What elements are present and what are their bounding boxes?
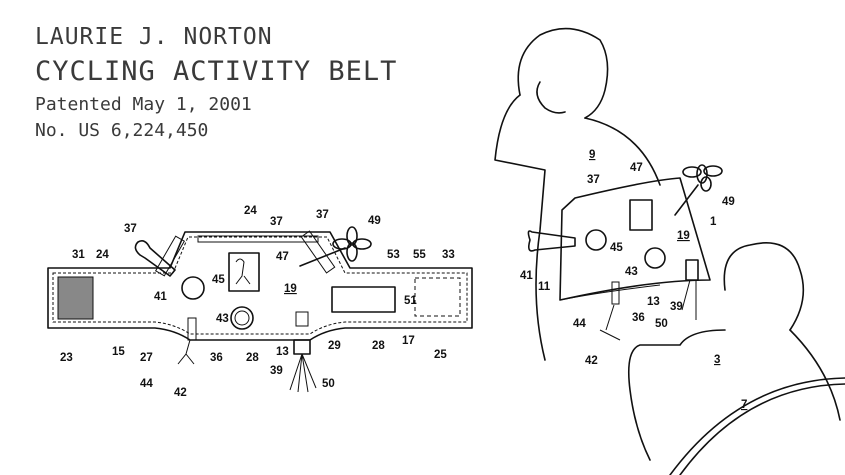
reference-numeral: 13 — [647, 296, 660, 308]
buckle-39 — [294, 340, 310, 354]
rider-drawing: 94737491194541431113393650444237 — [495, 29, 845, 475]
reference-numeral: 45 — [212, 274, 225, 286]
reference-numeral: 29 — [328, 340, 341, 352]
reference-numeral: 27 — [140, 352, 153, 364]
button-43 — [231, 307, 253, 329]
reference-numeral: 47 — [276, 251, 289, 263]
pocket-51 — [332, 287, 395, 312]
clip-36-rider — [612, 282, 619, 304]
pinwheel-49-rider — [683, 165, 722, 191]
button-43-rider — [645, 248, 665, 268]
keys-44-42 — [178, 340, 194, 364]
reference-numeral: 28 — [372, 340, 385, 352]
book-45-rider — [630, 200, 652, 230]
book-45 — [229, 253, 259, 291]
reference-numeral: 19 — [284, 283, 297, 295]
keys-rider — [600, 305, 620, 340]
reference-numeral: 53 — [387, 249, 400, 261]
reference-numeral: 49 — [722, 196, 735, 208]
horn-bulb — [182, 277, 204, 299]
reference-numeral: 42 — [174, 387, 187, 399]
reference-numeral: 45 — [610, 242, 623, 254]
book-figure — [236, 259, 250, 284]
reference-numeral: 11 — [538, 281, 551, 293]
reference-numeral: 25 — [434, 349, 447, 361]
streamers-50 — [290, 354, 316, 392]
reference-numeral: 51 — [404, 295, 417, 307]
buckle-39-top — [296, 312, 308, 326]
reference-numeral: 47 — [630, 162, 643, 174]
pinwheel-stick — [300, 248, 345, 266]
reference-numeral: 42 — [585, 355, 598, 367]
reference-numeral: 31 — [72, 249, 85, 261]
reference-numeral: 36 — [210, 352, 223, 364]
reference-numeral: 50 — [322, 378, 335, 390]
strap-13 — [560, 285, 660, 300]
reference-numeral: 3 — [714, 354, 720, 366]
reference-numeral: 36 — [632, 312, 645, 324]
reference-numeral: 37 — [587, 174, 600, 186]
reference-numeral: 13 — [276, 346, 289, 358]
buckle-39-rider — [686, 260, 698, 280]
reference-numeral: 49 — [368, 215, 381, 227]
reference-numeral: 43 — [625, 266, 638, 278]
reference-numeral: 28 — [246, 352, 259, 364]
pocket-33 — [415, 278, 460, 316]
reference-numeral: 9 — [589, 149, 595, 161]
rider-labels: 94737491194541431113393650444237 — [520, 149, 747, 411]
reference-numeral: 7 — [741, 399, 747, 411]
child-head — [724, 243, 803, 330]
horn-bulb-rider — [586, 230, 606, 250]
reference-numeral: 43 — [216, 313, 229, 325]
horn-41-rider — [528, 231, 575, 251]
reference-numeral: 17 — [402, 335, 415, 347]
reference-numeral: 39 — [270, 365, 283, 377]
pinwheel-49 — [333, 227, 371, 261]
reference-numeral: 37 — [270, 216, 283, 228]
reference-numeral: 15 — [112, 346, 125, 358]
seat-7 — [670, 378, 845, 475]
reference-numeral: 44 — [140, 378, 153, 390]
reference-numeral: 33 — [442, 249, 455, 261]
reference-numeral: 37 — [124, 223, 137, 235]
reference-numeral: 41 — [520, 270, 533, 282]
child-body — [629, 330, 840, 460]
smiley-face-icon — [235, 311, 249, 325]
rider-head — [518, 29, 607, 118]
clip-36 — [188, 318, 196, 340]
reference-numeral: 23 — [60, 352, 73, 364]
reference-numeral: 19 — [677, 230, 690, 242]
pinwheel-stick-rider — [675, 185, 698, 215]
belt-flat-drawing: 24 37 37 37 49 31 24 53 55 33 45 47 19 41 51 43 23 15 27 36… — [48, 205, 472, 399]
pad-31 — [58, 277, 93, 319]
reference-numeral: 39 — [670, 301, 683, 313]
reference-numeral: 41 — [154, 291, 167, 303]
reference-numeral: 44 — [573, 318, 586, 330]
reference-numeral: 1 — [710, 216, 717, 228]
reference-numeral: 24 — [244, 205, 257, 217]
streamers-rider — [682, 280, 696, 320]
belt-inner-outline — [53, 237, 467, 334]
reference-numeral: 55 — [413, 249, 426, 261]
belt-outline — [48, 232, 472, 340]
reference-numeral: 24 — [96, 249, 109, 261]
reference-numeral: 50 — [655, 318, 668, 330]
reference-numeral: 37 — [316, 209, 329, 221]
